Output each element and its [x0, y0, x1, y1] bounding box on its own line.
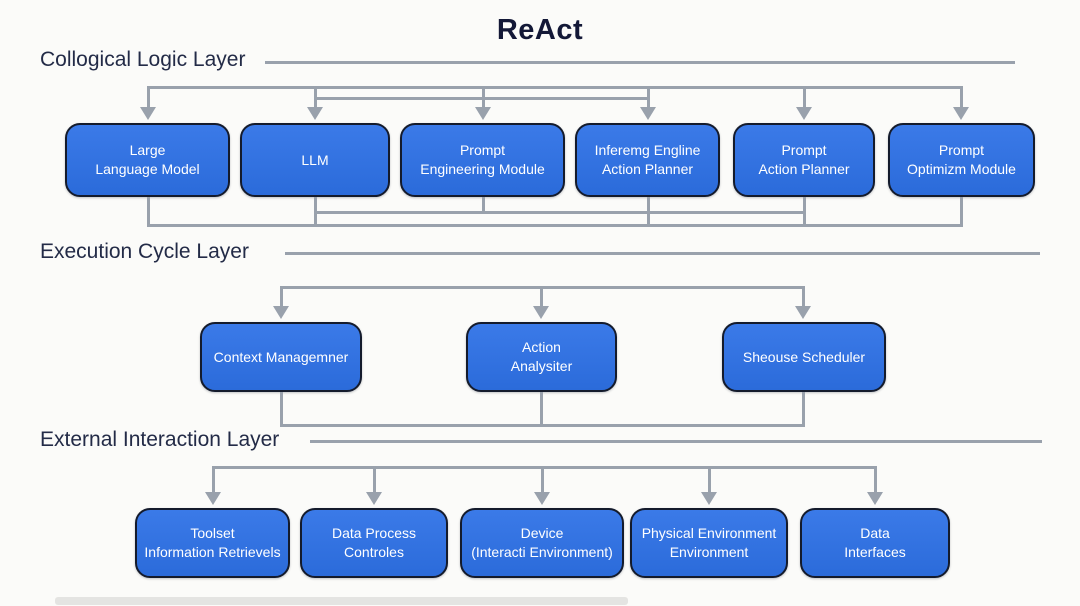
arrow-down-icon: [205, 492, 221, 505]
arrow-down-icon: [640, 107, 656, 120]
arrow-down-icon: [701, 492, 717, 505]
connector-line: [280, 286, 283, 309]
connector-line: [541, 466, 544, 492]
connector-line: [212, 466, 215, 492]
connector-line: [213, 466, 875, 469]
node-action-analysiter: Action Analysiter: [466, 322, 617, 392]
artifact-band: [55, 597, 628, 605]
connector-line: [874, 466, 877, 492]
connector-line: [147, 86, 150, 110]
arrow-down-icon: [273, 306, 289, 319]
connector-line: [148, 224, 961, 227]
diagram-title: ReAct: [496, 14, 584, 46]
connector-line: [315, 97, 648, 100]
connector-line: [281, 424, 805, 427]
node-toolset-information-retrievels: Toolset Information Retrievels: [135, 508, 290, 578]
arrow-down-icon: [867, 492, 883, 505]
arrow-down-icon: [307, 107, 323, 120]
arrow-down-icon: [366, 492, 382, 505]
connector-line: [482, 197, 485, 214]
node-data-process-controles: Data Process Controles: [300, 508, 448, 578]
layer-rule: [265, 61, 1015, 64]
connector-line: [280, 392, 283, 427]
connector-line: [373, 466, 376, 492]
connector-line: [482, 86, 485, 110]
connector-line: [960, 197, 963, 227]
connector-line: [315, 211, 804, 214]
connector-line: [540, 286, 543, 309]
layer-label-execution-cycle: Execution Cycle Layer: [40, 240, 249, 263]
layer-rule: [285, 252, 1040, 255]
connector-line: [708, 466, 711, 492]
arrow-down-icon: [140, 107, 156, 120]
arrow-down-icon: [953, 107, 969, 120]
arrow-down-icon: [475, 107, 491, 120]
connector-line: [802, 392, 805, 427]
node-prompt-optimizm-module: Prompt Optimizm Module: [888, 123, 1035, 197]
layer-rule: [310, 440, 1042, 443]
connector-line: [803, 197, 806, 227]
connector-line: [647, 86, 650, 110]
layer-label-collogical-logic: Collogical Logic Layer: [40, 48, 246, 71]
arrow-down-icon: [533, 306, 549, 319]
layer-label-external-interaction: External Interaction Layer: [40, 428, 280, 451]
node-physical-environment-environment: Physical Environment Environment: [630, 508, 788, 578]
connector-line: [803, 86, 806, 110]
arrow-down-icon: [796, 107, 812, 120]
connector-line: [802, 286, 805, 309]
connector-line: [540, 392, 543, 427]
connector-line: [147, 197, 150, 227]
node-context-managemner: Context Managemner: [200, 322, 362, 392]
connector-line: [314, 86, 317, 110]
node-prompt-engineering-module: Prompt Engineering Module: [400, 123, 565, 197]
node-llm: LLM: [240, 123, 390, 197]
node-device-interacti-environment: Device (Interacti Environment): [460, 508, 624, 578]
node-inferemg-engline-action-planner: Inferemg Engline Action Planner: [575, 123, 720, 197]
node-sheouse-scheduler: Sheouse Scheduler: [722, 322, 886, 392]
node-large-language-model: Large Language Model: [65, 123, 230, 197]
connector-line: [960, 86, 963, 110]
arrow-down-icon: [534, 492, 550, 505]
arrow-down-icon: [795, 306, 811, 319]
connector-line: [148, 86, 961, 89]
node-prompt-action-planner: Prompt Action Planner: [733, 123, 875, 197]
node-data-interfaces: Data Interfaces: [800, 508, 950, 578]
